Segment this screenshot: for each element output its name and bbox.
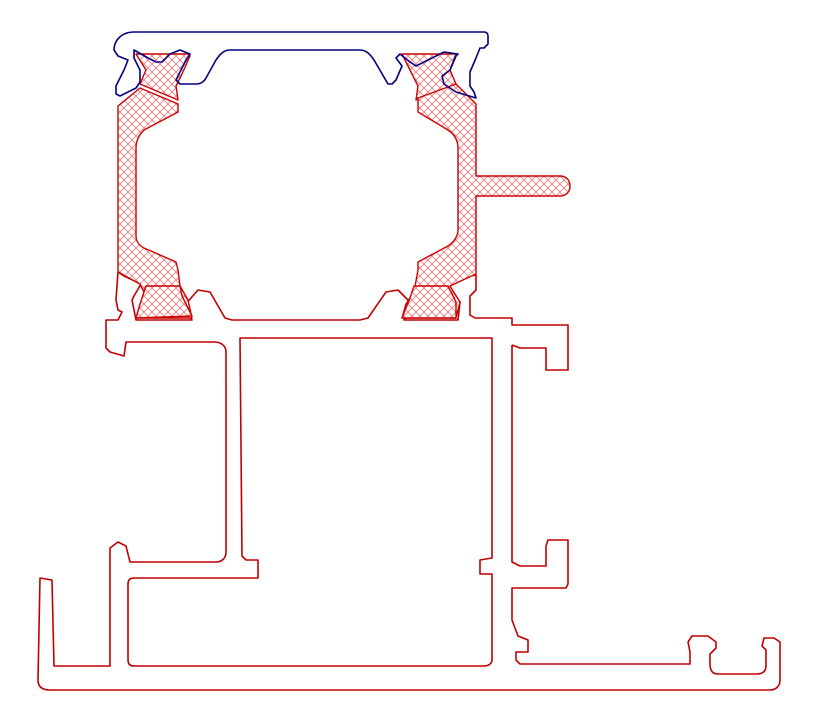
frame-left-wall — [37, 271, 781, 691]
insulator-bottom-right-lug — [401, 285, 457, 319]
main-frame-profile — [37, 271, 781, 691]
insulator-bottom-left-lug — [135, 285, 193, 319]
cover-cap-outline — [113, 31, 489, 99]
frame-top-rail — [117, 271, 569, 371]
thermal-break-insulator — [117, 53, 571, 319]
insulator-right-bar — [401, 83, 571, 319]
insulator-left-bar — [117, 87, 193, 319]
cover-cap — [113, 31, 489, 99]
frame-inner-chamber — [127, 337, 493, 667]
